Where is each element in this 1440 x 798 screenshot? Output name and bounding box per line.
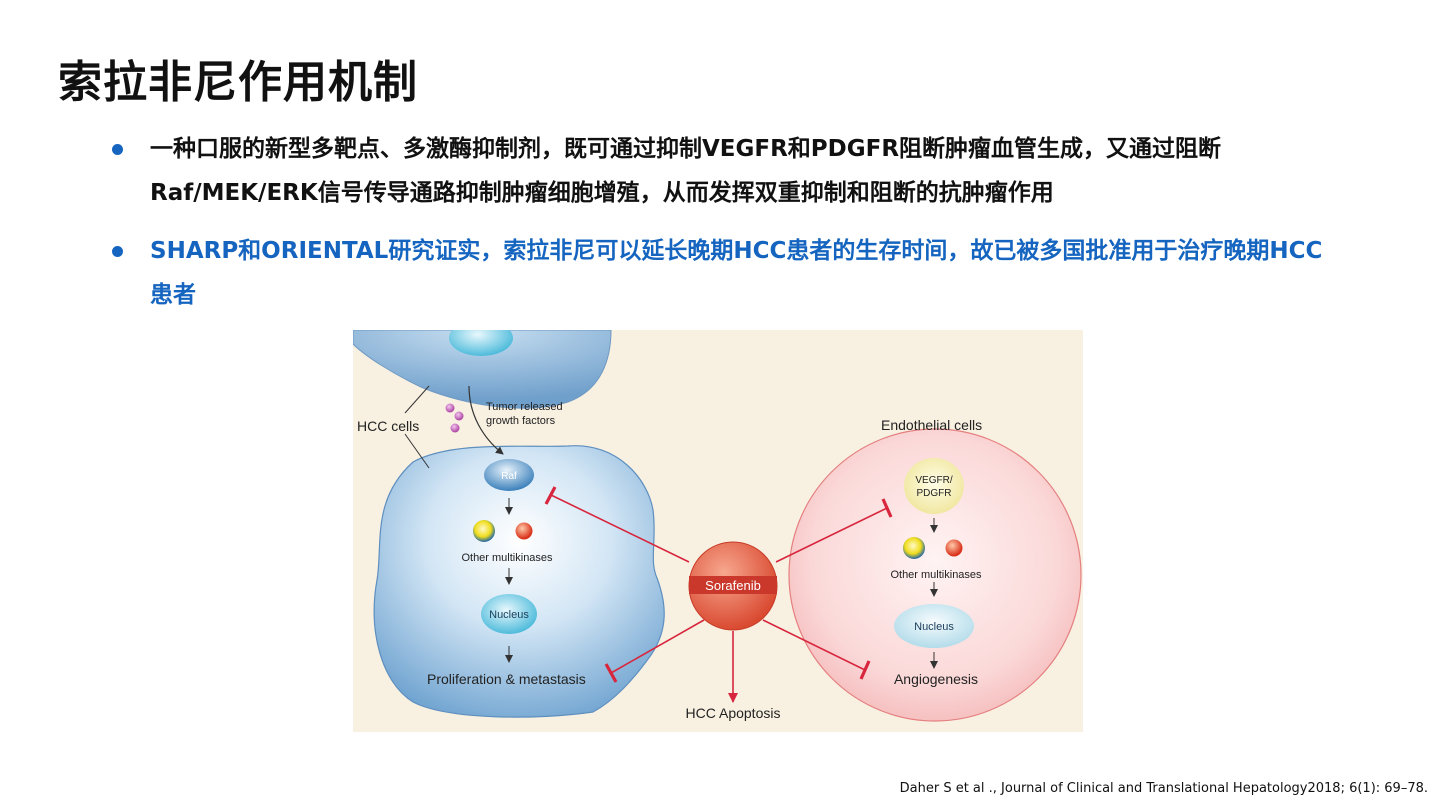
other-multikinases-label-left: Other multikinases (461, 552, 553, 564)
growth-factor-dot (454, 411, 464, 421)
hcc-apoptosis-label: HCC Apoptosis (686, 705, 781, 721)
sorafenib-label-band (689, 576, 777, 594)
growth-factor-arrow (468, 385, 504, 455)
nucleus-shape-left (481, 594, 537, 634)
bullet-text: 一种口服的新型多靶点、多激酶抑制剂，既可通过抑制VEGFR和PDGFR阻断肿瘤血… (150, 136, 1222, 206)
other-multikinases-label-right: Other multikinases (890, 569, 982, 581)
bullet-dot-icon (112, 246, 123, 257)
inhibit-bar-proliferation (604, 663, 618, 683)
mechanism-diagram-svg: HCC cells Tumor released growth factors … (353, 330, 1082, 722)
angiogenesis-label: Angiogenesis (894, 671, 978, 687)
inhibit-line-raf (550, 494, 690, 563)
inhibit-bar-vegfr (881, 498, 893, 518)
page-title: 索拉非尼作用机制 (58, 57, 418, 108)
kinase-yellow-shape-left (473, 520, 495, 542)
hcc-pointer-line-lower (404, 433, 430, 469)
kinase-red-shape-left (515, 522, 533, 540)
hcc-cells-label: HCC cells (357, 418, 419, 434)
proliferation-label: Proliferation & metastasis (427, 671, 586, 687)
mechanism-diagram: HCC cells Tumor released growth factors … (353, 330, 1083, 732)
bullet-text: SHARP和ORIENTAL研究证实，索拉非尼可以延长晚期HCC患者的生存时间，… (150, 238, 1323, 308)
raf-shape (484, 459, 534, 491)
raf-label: Raf (501, 471, 517, 482)
hcc-pointer-line-upper (404, 385, 430, 414)
tumor-factors-label-1: Tumor released (486, 401, 563, 413)
nucleus-shape-right (894, 604, 974, 648)
vegfr-receptor-shape (904, 458, 964, 514)
nucleus-label-left: Nucleus (489, 609, 529, 621)
growth-factor-dot (445, 403, 455, 413)
inhibit-line-angiogenesis (762, 619, 866, 671)
tumor-factors-label-2: growth factors (486, 415, 556, 427)
endothelial-cell-shape (788, 428, 1082, 722)
nucleus-label-right: Nucleus (914, 621, 954, 633)
vegfr-label-1: VEGFR/ (915, 475, 952, 486)
growth-factor-dot (450, 423, 460, 433)
endothelial-cells-label: Endothelial cells (881, 417, 982, 433)
kinase-red-shape-right (945, 539, 963, 557)
inhibit-bar-angiogenesis (859, 660, 871, 680)
hcc-cell-top-shape (353, 330, 612, 409)
inhibit-line-proliferation (610, 619, 705, 674)
sorafenib-label: Sorafenib (705, 578, 761, 593)
inhibit-bar-raf (544, 486, 557, 505)
kinase-yellow-shape-right (903, 537, 925, 559)
citation: Daher S et al ., Journal of Clinical and… (899, 781, 1428, 796)
top-cell-nucleus-shape (449, 330, 513, 356)
inhibit-line-vegfr (775, 507, 888, 563)
hcc-cell-main-shape (373, 445, 665, 718)
bullet-item-mechanism: 一种口服的新型多靶点、多激酶抑制剂，既可通过抑制VEGFR和PDGFR阻断肿瘤血… (110, 127, 1330, 215)
bullet-item-clinical-evidence: SHARP和ORIENTAL研究证实，索拉非尼可以延长晚期HCC患者的生存时间，… (110, 229, 1330, 317)
vegfr-label-2: PDGFR (917, 488, 952, 499)
bullet-dot-icon (112, 144, 123, 155)
